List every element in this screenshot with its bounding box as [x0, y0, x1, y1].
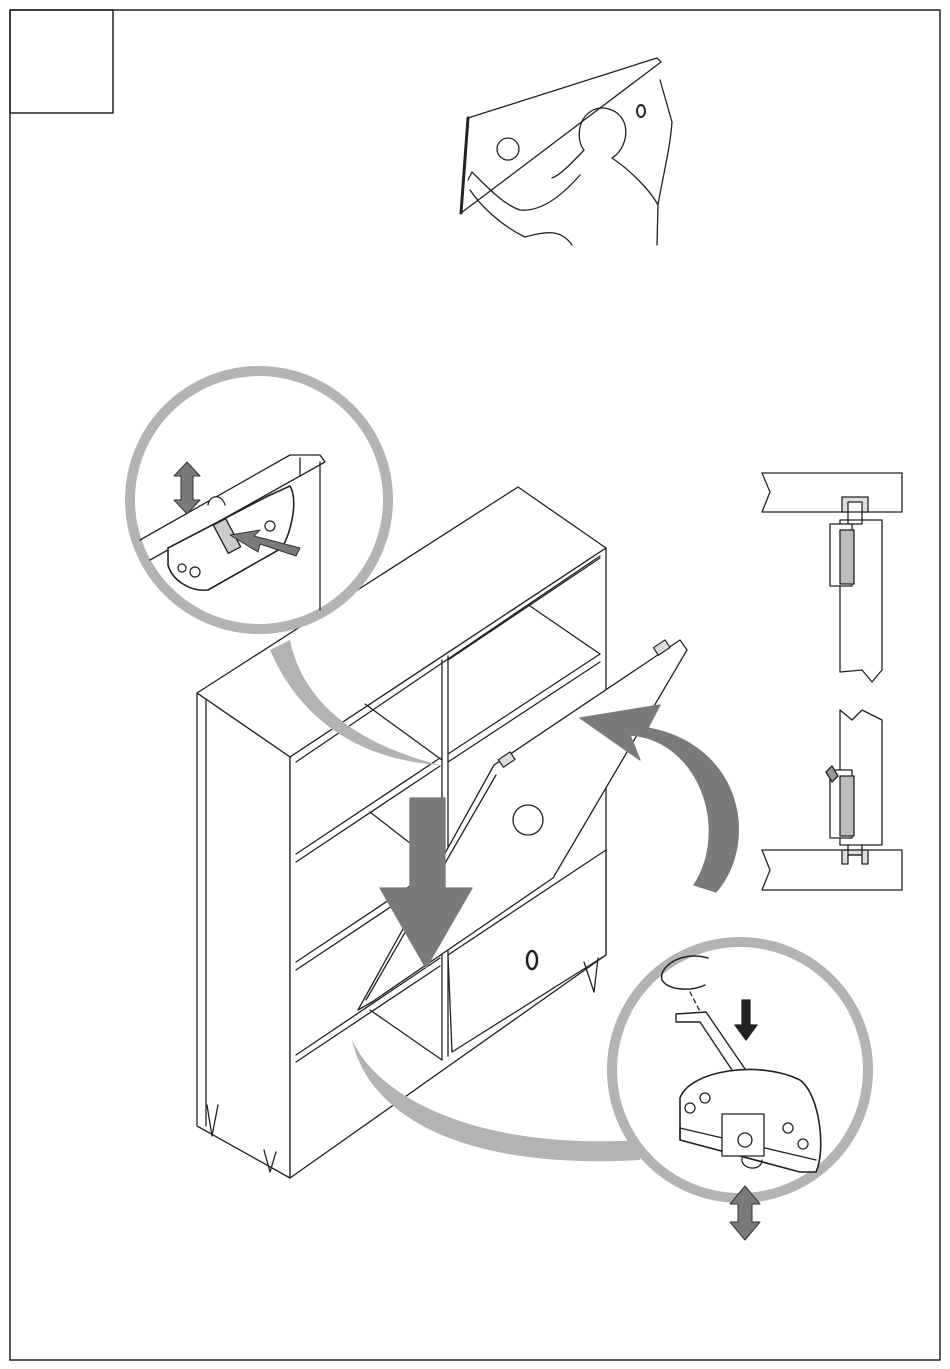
hinge-section-top	[762, 473, 902, 682]
hinge-section-bottom	[762, 710, 902, 890]
step-number	[10, 10, 113, 113]
person-lifting-panel	[461, 58, 672, 245]
